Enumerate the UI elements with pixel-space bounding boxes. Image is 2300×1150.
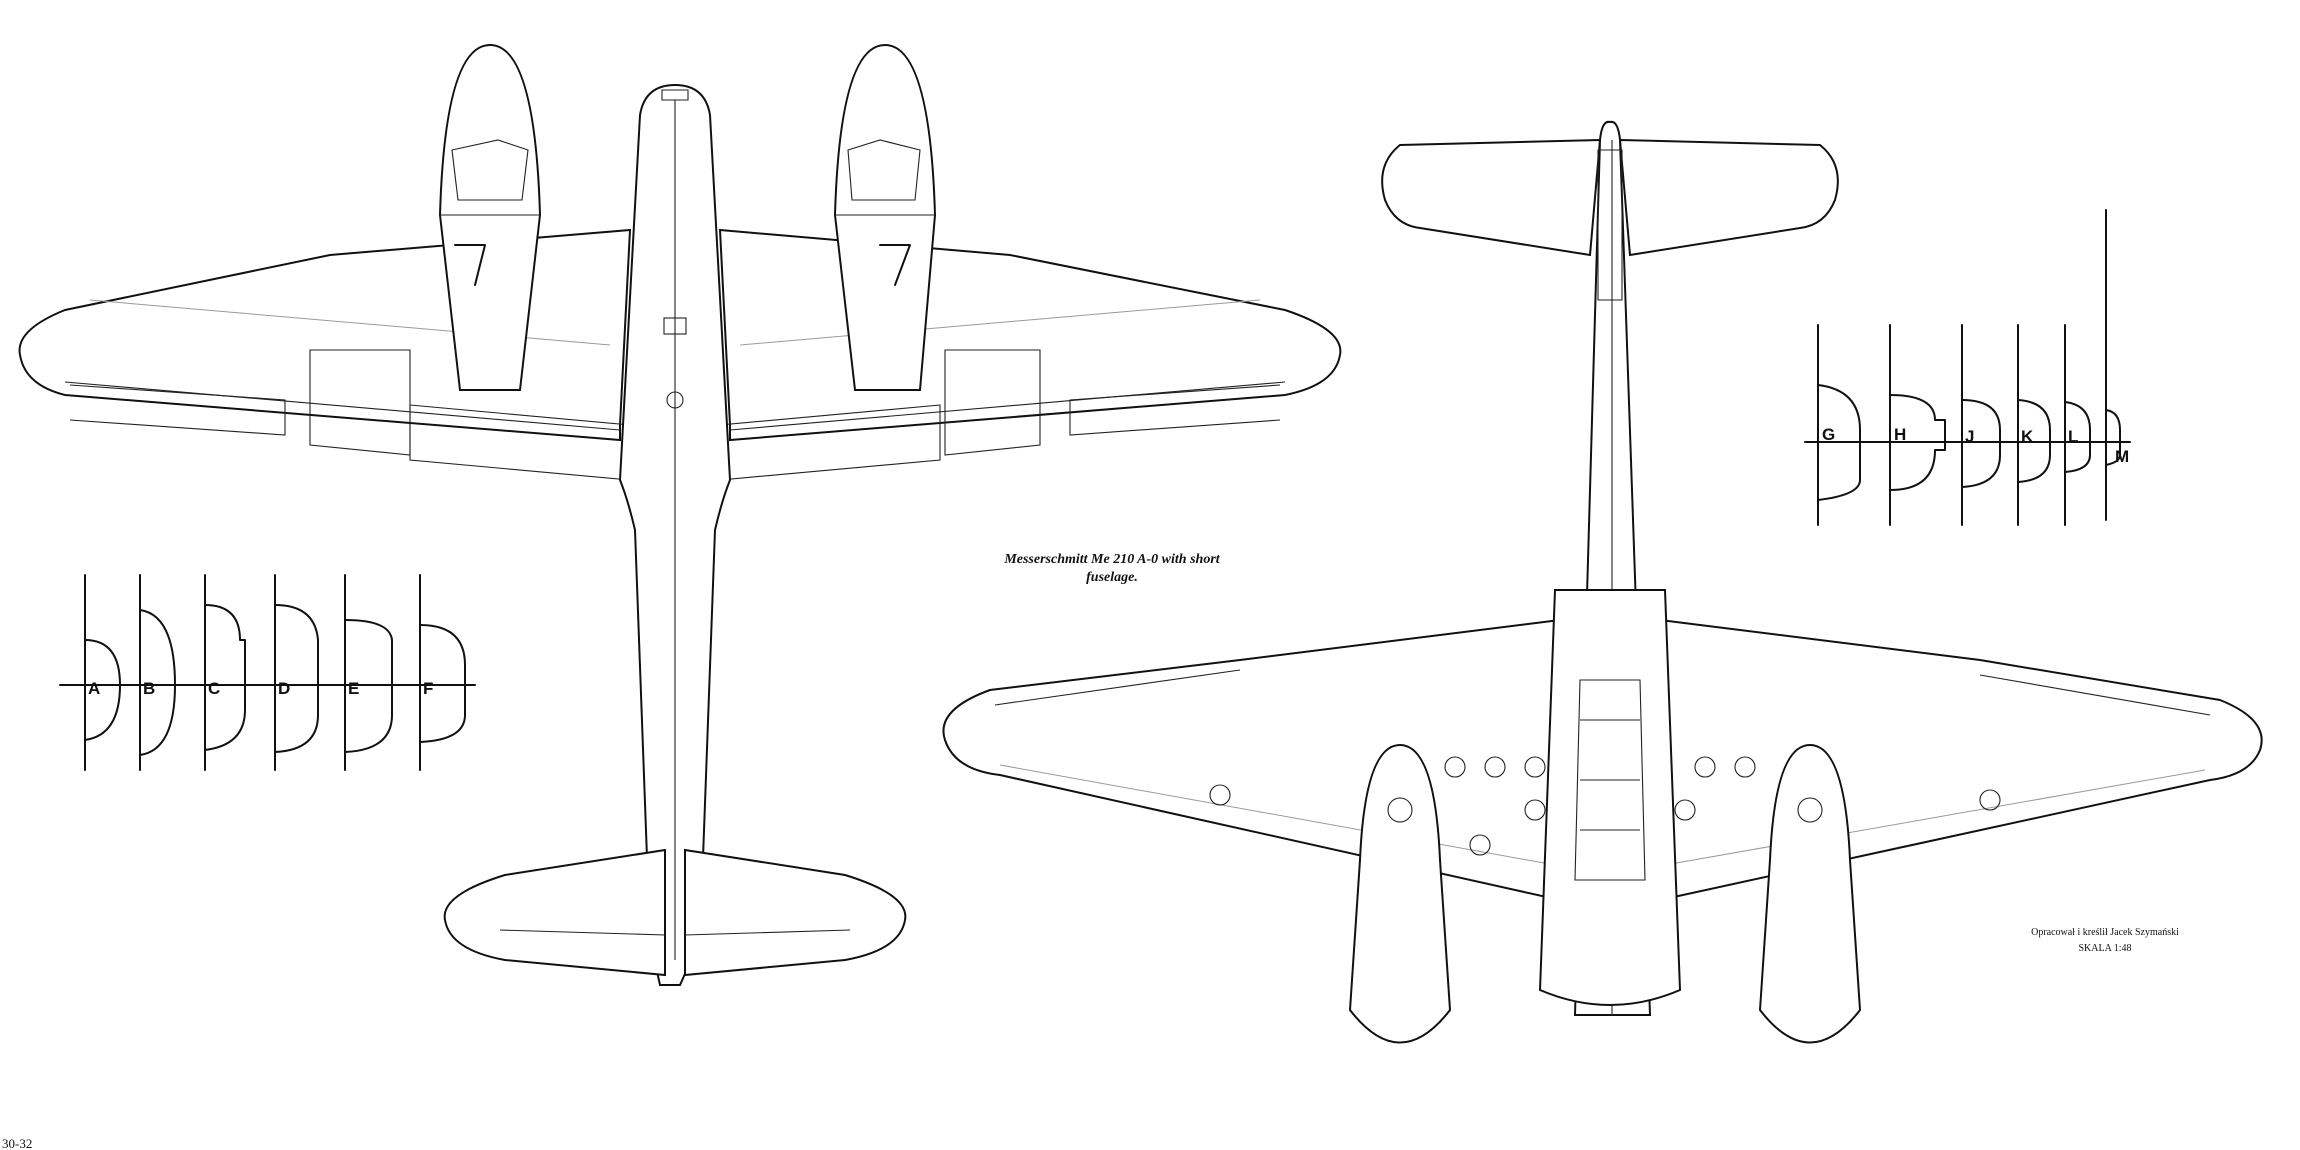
caption-line-1: Messerschmitt Me 210 A-0 with short (1003, 552, 1220, 567)
section-label: M (2115, 447, 2129, 466)
section-j: J (1961, 324, 2001, 526)
bottom-view-aircraft (942, 589, 2263, 1044)
author-credit: Opracował i kreślił Jacek Szymański (2031, 927, 2179, 938)
section-b: B (139, 574, 176, 771)
section-label: J (1965, 427, 1974, 446)
section-g: G (1817, 324, 1861, 526)
section-h: H (1889, 324, 1946, 526)
top-view-aircraft (18, 43, 1342, 986)
corner-mark: 30-32 (2, 1136, 32, 1150)
caption-line-2: fuselage. (1086, 570, 1138, 585)
section-label: K (2021, 427, 2034, 446)
section-a: A (84, 574, 121, 771)
section-l: L (2064, 324, 2091, 526)
section-c: C (204, 574, 246, 771)
section-e: E (344, 574, 393, 771)
section-m: M (2105, 209, 2129, 521)
section-label: A (88, 679, 100, 698)
section-label: F (423, 679, 433, 698)
section-label: G (1822, 425, 1835, 444)
section-d: D (274, 574, 319, 771)
sections-left: A B C D E F (59, 574, 476, 771)
section-label: B (143, 679, 155, 698)
section-label: E (348, 679, 359, 698)
section-label: C (208, 679, 220, 698)
scale-label: SKALA 1:48 (2078, 943, 2131, 954)
section-label: H (1894, 425, 1906, 444)
section-label: D (278, 679, 290, 698)
section-k: K (2017, 324, 2051, 526)
section-label: L (2068, 427, 2078, 446)
sections-right: G H J K L M (1804, 209, 2131, 526)
section-f: F (419, 574, 466, 771)
